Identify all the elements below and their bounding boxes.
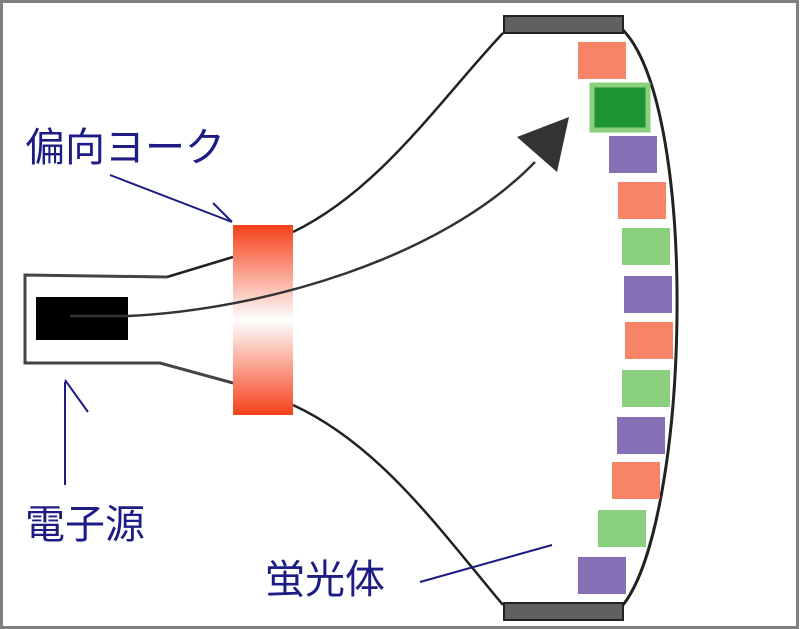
phosphor-dot-red	[578, 42, 626, 79]
phosphor-leader-line	[419, 544, 553, 583]
screen-cap-top	[503, 15, 624, 34]
deflection-yoke	[233, 225, 293, 415]
label-deflection-yoke: 偏向ヨーク	[25, 125, 225, 171]
phosphor-strip	[578, 42, 673, 594]
phosphor-dot-green-active	[589, 82, 651, 133]
beam-arrowhead-icon	[517, 117, 569, 172]
phosphor-dot-blue	[609, 136, 657, 173]
electron-gun	[36, 297, 128, 340]
phosphor-dot-green	[622, 228, 670, 265]
phosphor-dot-red	[618, 182, 666, 219]
phosphor-dot-green	[622, 370, 670, 407]
screen-cap-bottom	[503, 602, 624, 621]
tube-flare-bottom	[292, 403, 504, 606]
tube-flare-top	[292, 32, 504, 234]
phosphor-dot-red	[625, 322, 673, 359]
tube-neck	[23, 273, 234, 385]
label-phosphor: 蛍光体	[265, 557, 385, 603]
phosphor-dot-blue	[617, 417, 665, 454]
phosphor-dot-blue	[624, 276, 672, 313]
phosphor-dot-red	[612, 462, 660, 499]
phosphor-dot-green	[598, 510, 646, 547]
phosphor-dot-blue	[578, 557, 626, 594]
label-electron-source: 電子源	[25, 502, 145, 548]
neck-flare-top	[166, 255, 234, 279]
electron-beam	[70, 161, 536, 318]
screen-face	[621, 28, 679, 606]
yoke-leader-line	[109, 174, 233, 223]
source-leader-line	[64, 379, 89, 485]
